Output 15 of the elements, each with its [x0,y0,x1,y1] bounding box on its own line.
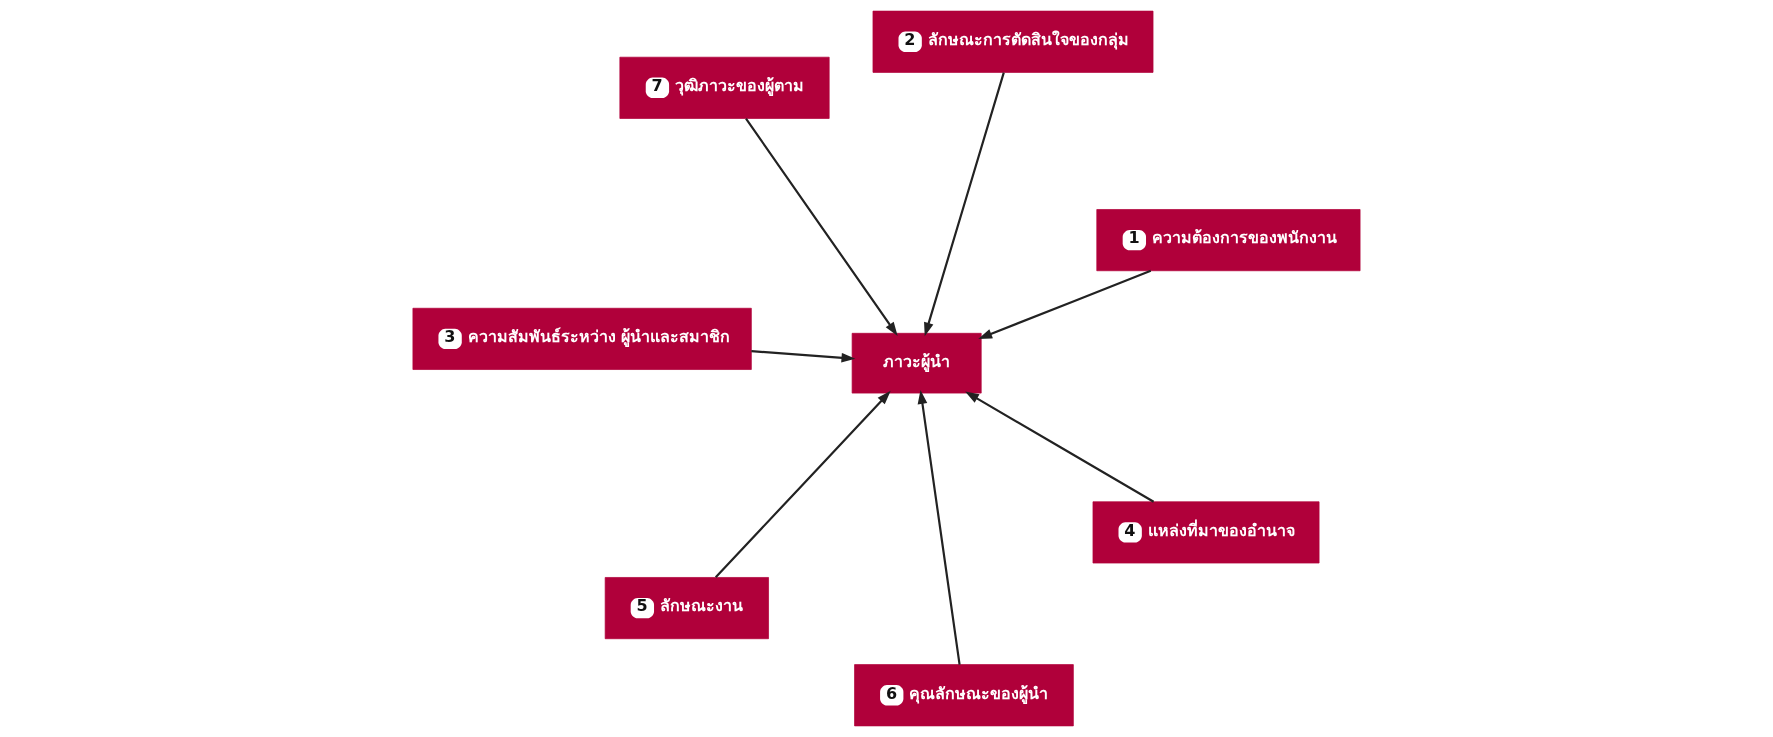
node-box: 2 ลักษณะการตัดสินใจของกลุ่ม [872,10,1154,73]
arrow [745,118,898,336]
node-box: 7 วุฒิภาวะของผู้ตาม [619,56,830,119]
arrow [917,390,961,665]
node-box: 1 ความต้องการของพนักงาน [1096,209,1361,272]
node-box: 3 ความสัมพันธ์ระหว่าง ผู้นำและสมาชิก [412,307,752,370]
node-box: 4 แหล่งที่มาของอำนาจ [1092,501,1320,564]
node-box: ภาวะผู้นำ [851,332,982,394]
arrow [924,72,1005,337]
node-box: 5 ลักษณะงาน [604,577,769,640]
arrow [751,350,856,363]
arrow [965,391,1155,503]
arrow [714,390,891,579]
arrow [978,269,1152,339]
node-box: 6 คุณลักษณะของผู้นำ [854,664,1074,727]
